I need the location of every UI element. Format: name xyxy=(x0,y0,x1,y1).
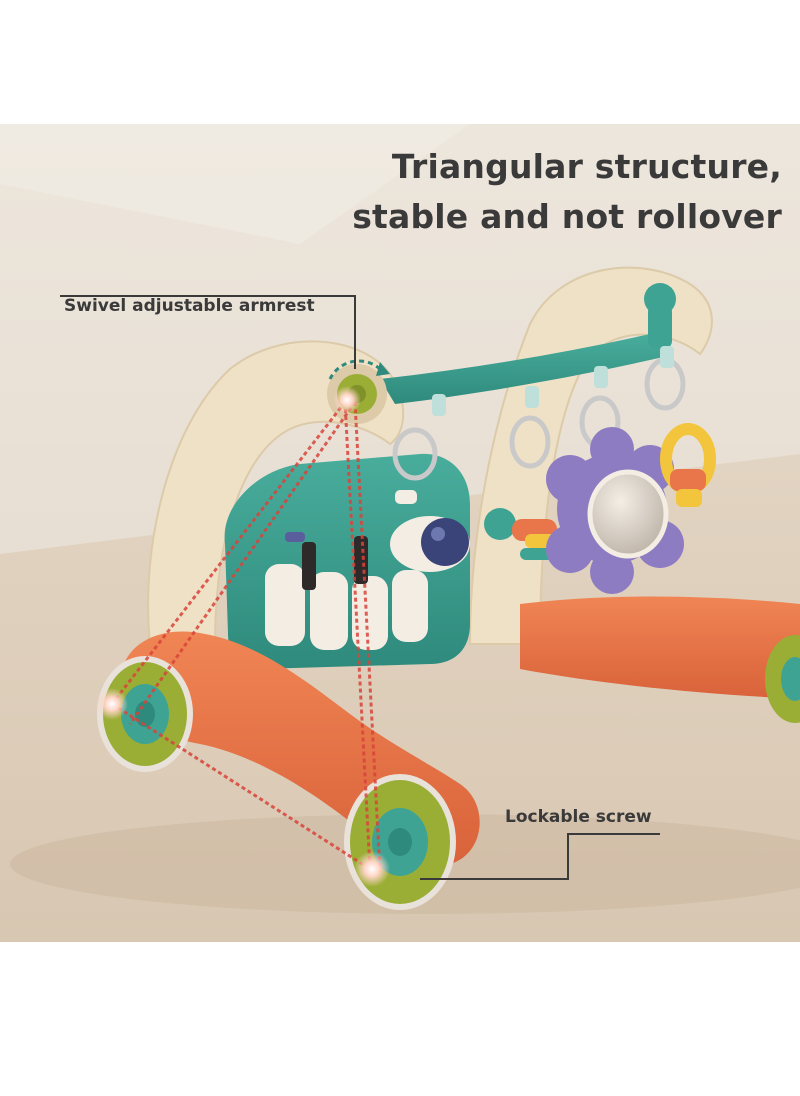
rotation-arrow xyxy=(328,359,381,380)
headline-line-1: Triangular structure, xyxy=(391,147,782,186)
flower-mirror-toy xyxy=(546,427,684,594)
right-wheel xyxy=(344,774,456,910)
product-photo: Triangular structure, stable and not rol… xyxy=(0,124,800,942)
rattle-toy xyxy=(484,508,516,540)
screw-leader xyxy=(420,833,660,880)
headline: Triangular structure, stable and not rol… xyxy=(312,142,782,242)
wall-shade xyxy=(0,124,470,244)
laser-triangle xyxy=(110,401,382,873)
armrest-leader xyxy=(60,295,356,369)
top-bar xyxy=(380,334,668,404)
glow-left-wheel xyxy=(96,688,128,720)
panel-button xyxy=(285,532,305,542)
armrest-callout: Swivel adjustable armrest xyxy=(64,296,315,316)
screw-callout: Lockable screw xyxy=(505,807,652,827)
ring-clips xyxy=(432,346,674,416)
piano-keys xyxy=(265,536,428,650)
back-base xyxy=(520,596,800,699)
glow-pivot xyxy=(333,386,361,414)
yellow-ring-toy xyxy=(660,423,716,507)
headline-line-2: stable and not rollover xyxy=(352,197,782,236)
glow-right-wheel xyxy=(354,851,390,887)
hanging-rings xyxy=(392,357,686,481)
